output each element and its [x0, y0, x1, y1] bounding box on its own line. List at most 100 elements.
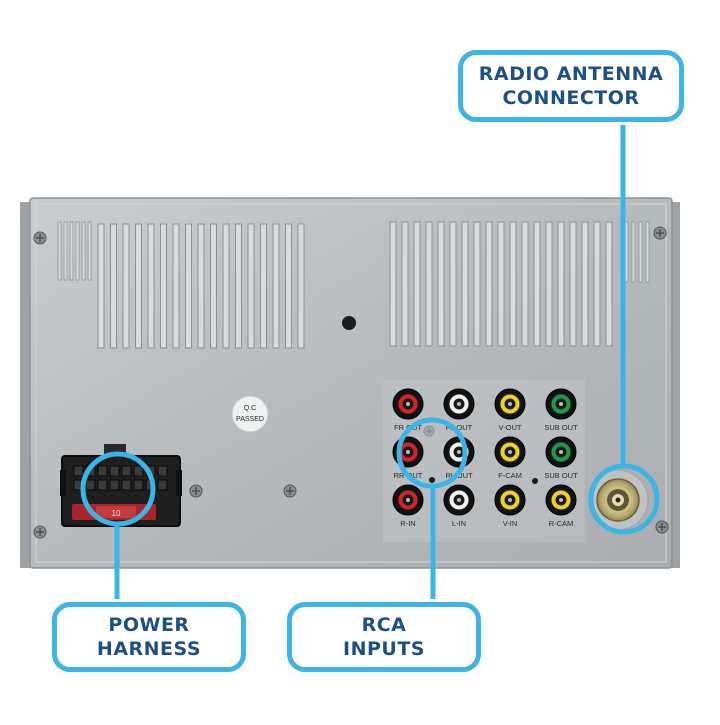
rca-jack-fl-out[interactable] [443, 388, 475, 420]
screw-top-left [33, 231, 47, 245]
harness-pin [133, 465, 144, 477]
rca-inputs-label: RCA INPUTS [287, 602, 481, 672]
rca-jack-label: R-CAM [549, 519, 574, 528]
vent-slot [272, 223, 280, 349]
rca-jack-label: L-IN [452, 519, 466, 528]
power-harness-label: POWER HARNESS [52, 602, 246, 672]
vent-slot [425, 221, 433, 347]
rca-jack-v-out[interactable] [494, 388, 526, 420]
rca-jack-sub-out[interactable] [545, 388, 577, 420]
rca-jack-f-cam[interactable] [494, 436, 526, 468]
vent-slot [247, 223, 255, 349]
vent-slot [437, 221, 445, 347]
vent-slot [461, 221, 469, 347]
rca-jack-l-in[interactable] [443, 484, 475, 516]
harness-pin [121, 479, 132, 491]
harness-pin [109, 465, 120, 477]
vent-slot [197, 223, 205, 349]
vent-slot [260, 223, 267, 349]
screw-bottom-right [655, 520, 669, 534]
power-label-line1: POWER [108, 614, 190, 636]
vent-slot [449, 221, 457, 347]
rca-jack-label: SUB OUT [544, 423, 578, 432]
mounting-hole [342, 316, 356, 330]
harness-pin [157, 479, 168, 491]
rca-jack-rl-out[interactable] [443, 436, 475, 468]
vent-slot [57, 221, 62, 281]
harness-pin [121, 465, 132, 477]
qc-passed-sticker: Q.C PASSED [231, 395, 269, 433]
rca-jack-label: FL OUT [446, 423, 473, 432]
vent-slot [401, 221, 409, 347]
vent-slot [297, 223, 305, 349]
antenna-connector[interactable] [587, 469, 649, 531]
rca-jack-v-in[interactable] [494, 484, 526, 516]
vent-slot [533, 221, 541, 347]
harness-pin [73, 465, 84, 477]
vent-slot [210, 223, 217, 349]
vent-slot [413, 221, 421, 347]
fuse-rating: 10 [112, 509, 121, 518]
vent-slot [285, 223, 292, 349]
rca-jack-label: R-IN [400, 519, 415, 528]
vent-slot [473, 221, 481, 347]
vent-slot [135, 223, 142, 349]
vent-slots-right [389, 221, 650, 347]
vent-slot [69, 221, 74, 281]
antenna-label-line2: CONNECTOR [502, 87, 640, 109]
rca-jack-label: V-OUT [499, 423, 522, 432]
rca-jack-label: SUB OUT [544, 471, 578, 480]
antenna-label-line1: RADIO ANTENNA [478, 63, 664, 85]
vent-slot [81, 221, 86, 281]
rca-label-line1: RCA [361, 614, 407, 636]
vent-slot [235, 223, 242, 349]
vent-slot [485, 221, 493, 347]
screw-bottom-left [33, 525, 47, 539]
vent-slot [389, 221, 397, 347]
panel-inner-edge [35, 203, 667, 563]
vent-slot [172, 223, 180, 349]
harness-pin [133, 479, 144, 491]
vent-slot [147, 223, 155, 349]
vent-slot [557, 221, 565, 347]
radio-antenna-connector-label: RADIO ANTENNA CONNECTOR [458, 50, 684, 122]
harness-pin [157, 465, 168, 477]
rca-jack-label: F-CAM [498, 471, 522, 480]
callout-leaders [80, 122, 660, 602]
rca-jack-label: V-IN [503, 519, 518, 528]
vent-slot [605, 221, 613, 347]
vent-slot [110, 223, 117, 349]
vent-slot [645, 221, 650, 283]
harness-pin [109, 479, 120, 491]
screw-top-right [653, 226, 667, 240]
vent-slot [63, 221, 68, 281]
vent-slot [521, 221, 529, 347]
vent-slot [581, 221, 589, 347]
vent-slot [122, 223, 130, 349]
rca-jack-sub-out[interactable] [545, 436, 577, 468]
harness-pin [85, 479, 96, 491]
rca-jack-r-in[interactable] [392, 484, 424, 516]
vent-slot [75, 221, 80, 281]
rca-jack-r-cam[interactable] [545, 484, 577, 516]
screw-harness [189, 484, 203, 498]
rca-jack-fr-out[interactable] [392, 388, 424, 420]
harness-pin [97, 479, 108, 491]
rca-label-line2: INPUTS [343, 638, 425, 660]
vent-slot [509, 221, 517, 347]
power-label-line2: HARNESS [96, 638, 202, 660]
vent-slot [593, 221, 601, 347]
antenna-center-pin [615, 497, 621, 503]
vent-slots-left [57, 221, 305, 349]
vent-slot [87, 221, 92, 281]
harness-pin [97, 465, 108, 477]
vent-slot [545, 221, 553, 347]
screw-middle [283, 484, 297, 498]
qc-sticker-line2: PASSED [236, 416, 264, 423]
vent-slot [160, 223, 167, 349]
vent-slot [638, 221, 643, 283]
vent-slot [569, 221, 577, 347]
